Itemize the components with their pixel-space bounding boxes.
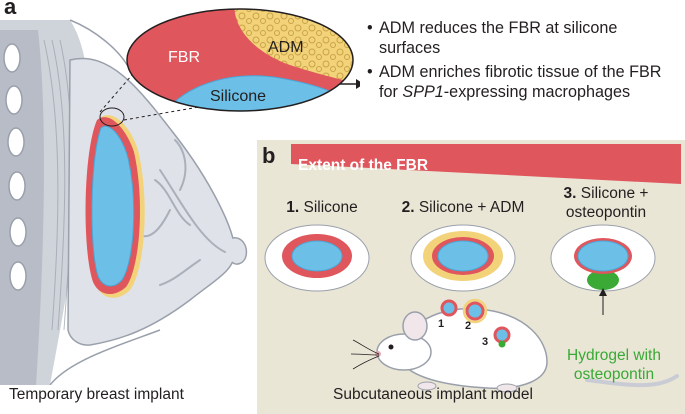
condition-name: Silicone + ADM (418, 199, 525, 216)
finding-item: • ADM enriches fibrotic tissue of the FB… (367, 62, 677, 102)
panel-a-caption: Temporary breast implant (9, 386, 184, 403)
panel-b-caption: Subcutaneous implant model (333, 386, 533, 403)
panel-a-label: a (4, 0, 17, 19)
fbr-gradient-title: Extent of the FBR (298, 157, 429, 174)
inset-label-adm: ADM (268, 39, 304, 56)
implant-cross-section-silicone (264, 224, 370, 292)
finding-text: ADM enriches fibrotic tissue of the FBR … (379, 63, 662, 101)
inset-label-fbr: FBR (168, 49, 200, 66)
bullet-dot: • (367, 19, 373, 37)
panel-b-label: b (262, 143, 276, 168)
hydrogel-label: Hydrogel with osteopontin (567, 347, 661, 383)
inset-label-silicone: Silicone (210, 88, 266, 105)
condition-label-osteopontin: 3. Silicone + osteopontin (551, 184, 661, 222)
mouse-marker-1: 1 (438, 318, 444, 330)
condition-number: 3. (563, 185, 577, 202)
condition-number: 1. (286, 199, 300, 216)
mouse-illustration: 1 2 3 (350, 298, 679, 393)
gene-name: SPP1 (402, 83, 444, 101)
fbr-gradient-wedge (291, 144, 681, 184)
finding-text-end: -expressing macrophages (443, 83, 631, 101)
finding-text: ADM reduces the FBR at silicone surfaces (379, 19, 618, 57)
condition-number: 2. (401, 199, 415, 216)
finding-item: • ADM reduces the FBR at silicone surfac… (367, 18, 677, 58)
implant-cross-section-adm (410, 224, 516, 292)
implant-cross-section-osteopontin (550, 224, 656, 292)
condition-name: Silicone (303, 199, 358, 216)
findings-list: • ADM reduces the FBR at silicone surfac… (367, 18, 677, 106)
breast-anatomy-illustration: FBR ADM Silicone (0, 8, 360, 385)
implant-model-illustration: 1 2 3 (264, 144, 681, 393)
mouse-marker-2: 2 (465, 320, 471, 332)
condition-label-silicone: 1. Silicone (272, 198, 372, 217)
bullet-dot: • (367, 63, 373, 81)
condition-label-adm: 2. Silicone + ADM (398, 198, 528, 217)
condition-name: Silicone + osteopontin (565, 185, 649, 221)
mouse-marker-3: 3 (482, 336, 488, 348)
